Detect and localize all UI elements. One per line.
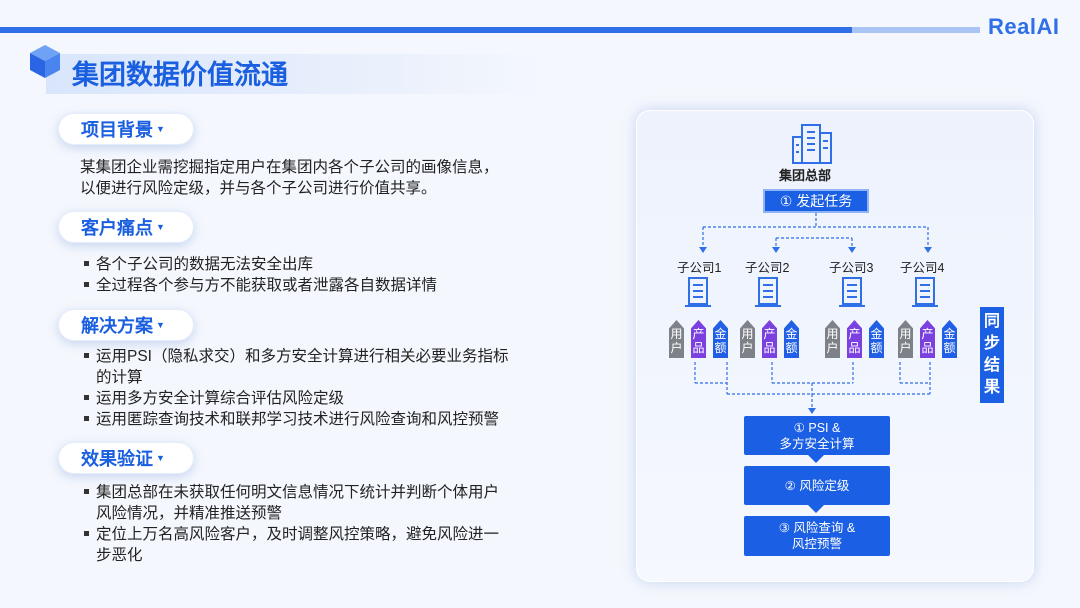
list-item-text: 定位上万名高风险客户，及时调整风控策略，避免风险进一 — [96, 526, 500, 543]
caret-down-icon: ▼ — [156, 222, 165, 232]
bullet-icon — [84, 282, 89, 287]
page-title: 集团数据价值流通 — [72, 60, 288, 90]
list-item: 集团总部在未获取任何明文信息情况下统计并判断个体用户 风险情况，并精准推送预警 — [84, 482, 499, 524]
section-heading: 效果验证 — [81, 449, 153, 469]
data-tag-p: 产品 — [847, 320, 862, 358]
data-tag-p: 产品 — [762, 320, 777, 358]
section-tab-pain-points[interactable]: 客户痛点▼ — [58, 211, 194, 243]
subsidiary-label: 子公司4 — [900, 261, 945, 275]
subsidiary-label: 子公司1 — [677, 261, 722, 275]
data-tag-u: 用户 — [740, 320, 755, 358]
data-tag-m: 金额 — [784, 320, 799, 358]
data-tag-u: 用户 — [669, 320, 684, 358]
data-tag-m: 金额 — [869, 320, 884, 358]
step-text: ③ 风险查询 & — [778, 521, 856, 535]
list-item-text: 风险情况，并精准推送预警 — [96, 505, 283, 522]
header-bar-accent — [852, 27, 980, 33]
data-tag-m: 金额 — [713, 320, 728, 358]
bullet-icon — [84, 416, 89, 421]
bullet-icon — [84, 261, 89, 266]
subsidiary-label: 子公司3 — [829, 261, 874, 275]
section-heading: 解决方案 — [81, 316, 153, 336]
text-line: 某集团企业需挖掘指定用户在集团内各个子公司的画像信息， — [80, 159, 499, 176]
subsidiary-label: 子公司2 — [745, 261, 790, 275]
step-text: ① PSI & — [793, 420, 841, 435]
data-tag-p: 产品 — [920, 320, 935, 358]
section-heading: 客户痛点 — [81, 218, 153, 238]
sync-result-label: 同步结果 — [980, 307, 1004, 403]
data-tag-u: 用户 — [898, 320, 913, 358]
data-tag-u: 用户 — [825, 320, 840, 358]
list-item-text: 运用PSI（隐私求交）和多方安全计算进行相关必要业务指标 — [96, 348, 509, 365]
building-icon — [792, 124, 832, 164]
list-item-text: 的计算 — [96, 369, 143, 386]
cube-icon — [30, 45, 60, 78]
step-psi-mpc: ① PSI & 多方安全计算 — [744, 416, 890, 455]
section-tab-background[interactable]: 项目背景▼ — [58, 113, 194, 145]
office-icon — [685, 277, 711, 307]
step-risk-query-warning: ③ 风险查询 & 风控预警 — [744, 516, 890, 556]
caret-down-icon: ▼ — [156, 453, 165, 463]
list-item: 各个子公司的数据无法安全出库 — [84, 254, 313, 275]
list-item-text: 集团总部在未获取任何明文信息情况下统计并判断个体用户 — [96, 484, 500, 501]
bullet-icon — [84, 395, 89, 400]
list-item: 定位上万名高风险客户，及时调整风控策略，避免风险进一 步恶化 — [84, 524, 499, 566]
brand-logo: RealAI — [988, 14, 1060, 39]
list-item-text: 全过程各个参与方不能获取或者泄露各自数据详情 — [96, 277, 438, 294]
start-task-box: ① 发起任务 — [763, 189, 869, 213]
caret-down-icon: ▼ — [156, 320, 165, 330]
bullet-icon — [84, 531, 89, 536]
step-text: ② 风险定级 — [784, 478, 850, 493]
background-text: 某集团企业需挖掘指定用户在集团内各个子公司的画像信息， 以便进行风险定级，并与各… — [80, 157, 499, 199]
section-heading: 项目背景 — [81, 120, 153, 140]
step-text: 多方安全计算 — [779, 436, 855, 451]
section-tab-solution[interactable]: 解决方案▼ — [58, 309, 194, 341]
caret-down-icon: ▼ — [156, 124, 165, 134]
bullet-icon — [84, 489, 89, 494]
office-icon — [839, 277, 865, 307]
list-item: 运用PSI（隐私求交）和多方安全计算进行相关必要业务指标 的计算 — [84, 346, 509, 388]
list-item-text: 运用匿踪查询技术和联邦学习技术进行风险查询和风控预警 — [96, 411, 500, 428]
list-item: 运用多方安全计算综合评估风险定级 — [84, 388, 344, 409]
list-item-text: 步恶化 — [96, 547, 143, 564]
text-line: 以便进行风险定级，并与各个子公司进行价值共享。 — [80, 180, 437, 197]
arrow-down-icon — [808, 455, 824, 463]
bullet-icon — [84, 353, 89, 358]
list-item-text: 运用多方安全计算综合评估风险定级 — [96, 390, 345, 407]
step-risk-rating: ② 风险定级 — [744, 466, 890, 505]
title-band — [46, 54, 546, 94]
arrow-down-icon — [808, 505, 824, 513]
data-tag-p: 产品 — [691, 320, 706, 358]
list-item: 运用匿踪查询技术和联邦学习技术进行风险查询和风控预警 — [84, 409, 499, 430]
list-item-text: 各个子公司的数据无法安全出库 — [96, 256, 314, 273]
step-text: 风控预警 — [791, 537, 842, 551]
office-icon — [912, 277, 938, 307]
section-tab-results[interactable]: 效果验证▼ — [58, 442, 194, 474]
list-item: 全过程各个参与方不能获取或者泄露各自数据详情 — [84, 275, 437, 296]
header-bar — [0, 27, 852, 33]
hq-label: 集团总部 — [779, 168, 832, 183]
office-icon — [755, 277, 781, 307]
data-tag-m: 金额 — [942, 320, 957, 358]
